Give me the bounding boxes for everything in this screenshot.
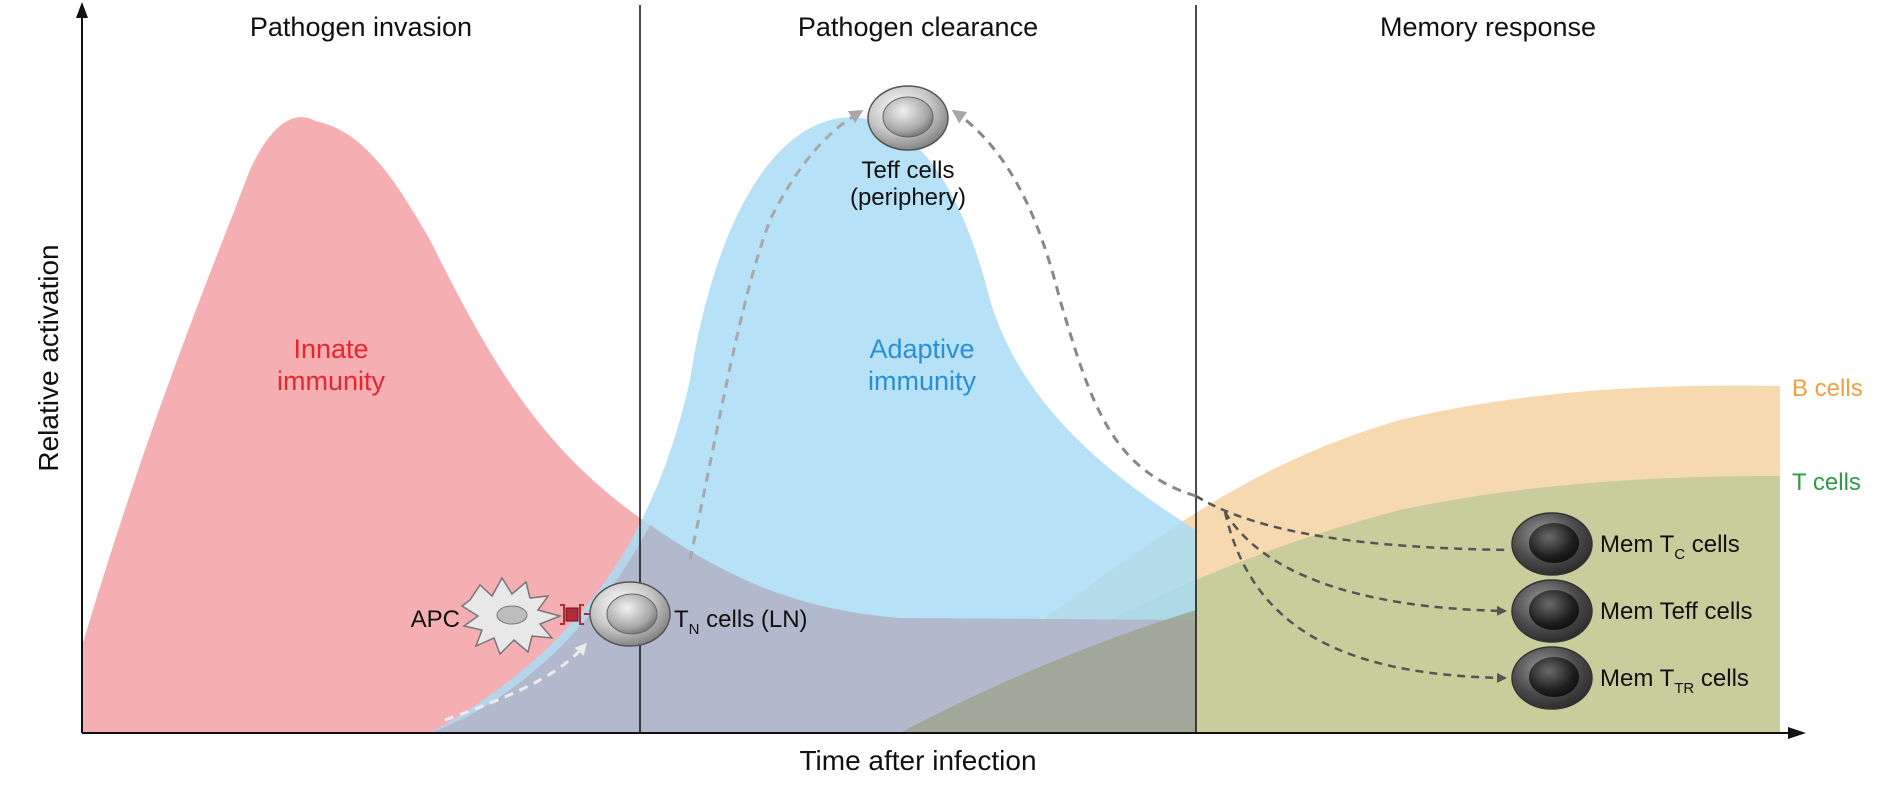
x-axis-arrow-icon	[1788, 727, 1806, 739]
innate-label-line2: immunity	[277, 366, 386, 396]
y-axis-arrow-icon	[76, 2, 88, 18]
teff-label-line1: Teff cells	[862, 157, 955, 184]
dashed-arrow-to-naive	[444, 642, 587, 722]
dashed-arrow-to-mem-ttr	[1223, 511, 1507, 683]
dashed-arrow-naive-to-teff	[688, 109, 864, 561]
mem-ttr-label: Mem TTR cells	[1600, 665, 1749, 697]
overlap-memory-region	[900, 610, 1196, 733]
adaptive-label-line1: Adaptive	[869, 334, 974, 364]
naive-t-cell-label: TN cells (LN)	[674, 606, 808, 638]
dashed-arrow-teff-to-memory-origin	[951, 109, 1197, 498]
y-axis-label: Relative activation	[33, 244, 64, 471]
phase-title-clearance: Pathogen clearance	[798, 12, 1038, 42]
teff-cell-icon	[867, 85, 949, 151]
apc-cell-icon	[460, 576, 592, 656]
mem-tc-cell-icon	[1511, 512, 1593, 576]
overlap-region	[430, 525, 1196, 733]
b-cells-label: B cells	[1792, 375, 1863, 402]
phase-title-memory: Memory response	[1380, 12, 1596, 42]
mem-tc-label: Mem TC cells	[1600, 531, 1740, 563]
x-axis-label: Time after infection	[799, 745, 1036, 776]
adaptive-label-line2: immunity	[868, 366, 977, 396]
mem-teff-cell-icon	[1511, 579, 1593, 643]
phase-title-invasion: Pathogen invasion	[250, 12, 472, 42]
mem-teff-label: Mem Teff cells	[1600, 598, 1753, 625]
dashed-arrow-to-mem-tc	[1195, 494, 1511, 552]
apc-label: APC	[411, 606, 460, 633]
mem-ttr-cell-icon	[1511, 646, 1593, 710]
innate-immunity-curve	[82, 117, 1196, 734]
teff-label-line2: (periphery)	[850, 184, 966, 211]
innate-label-line1: Innate	[293, 334, 368, 364]
naive-t-cell-icon	[589, 581, 671, 647]
t-cells-label: T cells	[1792, 469, 1861, 496]
